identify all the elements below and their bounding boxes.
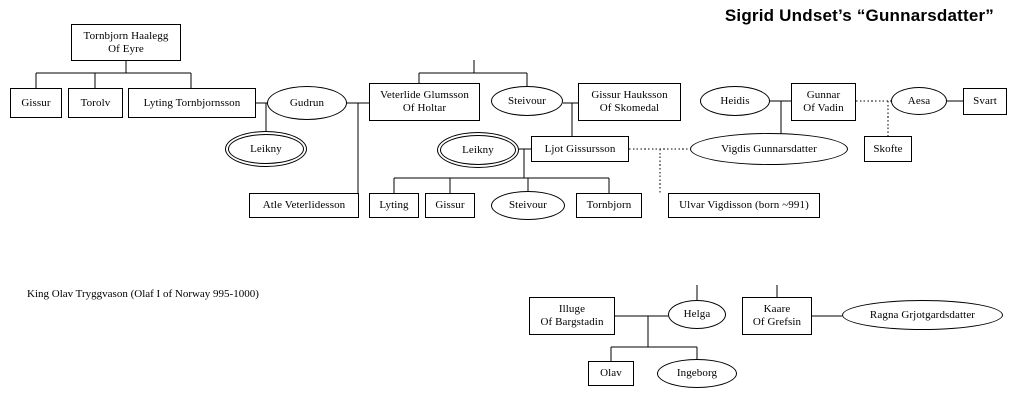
person-node-gissur_1[interactable]: Gissur	[10, 88, 62, 118]
person-node-kaare_of_grefsin[interactable]: Kaare Of Grefsin	[742, 297, 812, 335]
person-node-leikny_1[interactable]: Leikny	[228, 134, 304, 164]
person-label-gissur_2: Gissur	[435, 199, 465, 212]
person-node-atle_veterlidesson[interactable]: Atle Veterlidesson	[249, 193, 359, 218]
person-label-gunnar_of_vadin: Gunnar Of Vadin	[803, 89, 844, 114]
person-node-gissur_2[interactable]: Gissur	[425, 193, 475, 218]
person-label-tornbjorn_haalegg: Tornbjorn Haalegg Of Eyre	[83, 29, 169, 55]
person-node-ragna_grjotgardsdatter[interactable]: Ragna Grjotgardsdatter	[842, 300, 1003, 330]
person-label-olav: Olav	[600, 367, 622, 380]
person-label-leikny_1: Leikny	[250, 142, 282, 155]
person-node-olav[interactable]: Olav	[588, 361, 634, 386]
person-label-helga: Helga	[683, 308, 711, 321]
person-node-helga[interactable]: Helga	[668, 300, 726, 329]
person-node-steivour_2[interactable]: Steivour	[491, 191, 565, 220]
person-node-torolv[interactable]: Torolv	[68, 88, 123, 118]
person-label-veterlide_glumsson: Veterlide Glumsson Of Holtar	[380, 89, 469, 114]
person-label-leikny_2: Leikny	[462, 143, 494, 156]
person-node-gudrun[interactable]: Gudrun	[267, 86, 347, 120]
person-node-steivour_1[interactable]: Steivour	[491, 86, 563, 116]
person-label-svart: Svart	[973, 95, 997, 108]
person-label-torolv: Torolv	[80, 96, 111, 109]
person-label-ingeborg: Ingeborg	[676, 367, 718, 380]
person-node-gissur_hauksson[interactable]: Gissur Hauksson Of Skomedal	[578, 83, 681, 121]
person-label-lyting_2: Lyting	[379, 199, 409, 212]
person-label-heidis: Heidis	[720, 94, 750, 107]
person-node-vigdis_gunnarsdatter[interactable]: Vigdis Gunnarsdatter	[690, 133, 848, 165]
person-label-tornbjorn_2: Tornbjorn	[586, 199, 632, 212]
person-label-illuge_of_bargstadin: Illuge Of Bargstadin	[540, 303, 604, 328]
chart-title: Sigrid Undset’s “Gunnarsdatter”	[724, 6, 994, 25]
person-label-atle_veterlidesson: Atle Veterlidesson	[262, 199, 346, 212]
person-node-veterlide_glumsson[interactable]: Veterlide Glumsson Of Holtar	[369, 83, 480, 121]
person-label-steivour_1: Steivour	[507, 94, 547, 107]
person-node-ingeborg[interactable]: Ingeborg	[657, 359, 737, 388]
person-node-ulvar_vigdisson[interactable]: Ulvar Vigdisson (born ~991)	[668, 193, 820, 218]
person-label-skofte: Skofte	[873, 142, 903, 155]
person-label-gissur_hauksson: Gissur Hauksson Of Skomedal	[591, 89, 668, 114]
person-node-gunnar_of_vadin[interactable]: Gunnar Of Vadin	[791, 83, 856, 121]
person-label-vigdis_gunnarsdatter: Vigdis Gunnarsdatter	[721, 142, 817, 155]
person-node-lyting_tornbjornsson[interactable]: Lyting Tornbjornsson	[128, 88, 256, 118]
person-label-ragna_grjotgardsdatter: Ragna Grjotgardsdatter	[869, 308, 976, 321]
person-node-leikny_2[interactable]: Leikny	[440, 135, 516, 165]
person-node-svart[interactable]: Svart	[963, 88, 1007, 115]
person-label-steivour_2: Steivour	[508, 199, 548, 212]
person-node-tornbjorn_2[interactable]: Tornbjorn	[576, 193, 642, 218]
person-label-kaare_of_grefsin: Kaare Of Grefsin	[752, 303, 802, 328]
person-node-ljot_gissursson[interactable]: Ljot Gissursson	[531, 136, 629, 162]
person-node-lyting_2[interactable]: Lyting	[369, 193, 419, 218]
person-node-skofte[interactable]: Skofte	[864, 136, 912, 162]
person-label-ulvar_vigdisson: Ulvar Vigdisson (born ~991)	[679, 199, 809, 212]
person-label-gissur_1: Gissur	[21, 96, 51, 109]
person-node-aesa[interactable]: Aesa	[891, 87, 947, 115]
person-label-aesa: Aesa	[907, 94, 931, 107]
person-node-heidis[interactable]: Heidis	[700, 86, 770, 116]
person-label-ljot_gissursson: Ljot Gissursson	[544, 142, 616, 155]
person-node-tornbjorn_haalegg[interactable]: Tornbjorn Haalegg Of Eyre	[71, 24, 181, 61]
person-label-lyting_tornbjornsson: Lyting Tornbjornsson	[143, 96, 241, 109]
person-node-illuge_of_bargstadin[interactable]: Illuge Of Bargstadin	[529, 297, 615, 335]
footnote-label: King Olav Tryggvason (Olaf I of Norway 9…	[27, 288, 259, 300]
person-label-gudrun: Gudrun	[289, 96, 325, 109]
